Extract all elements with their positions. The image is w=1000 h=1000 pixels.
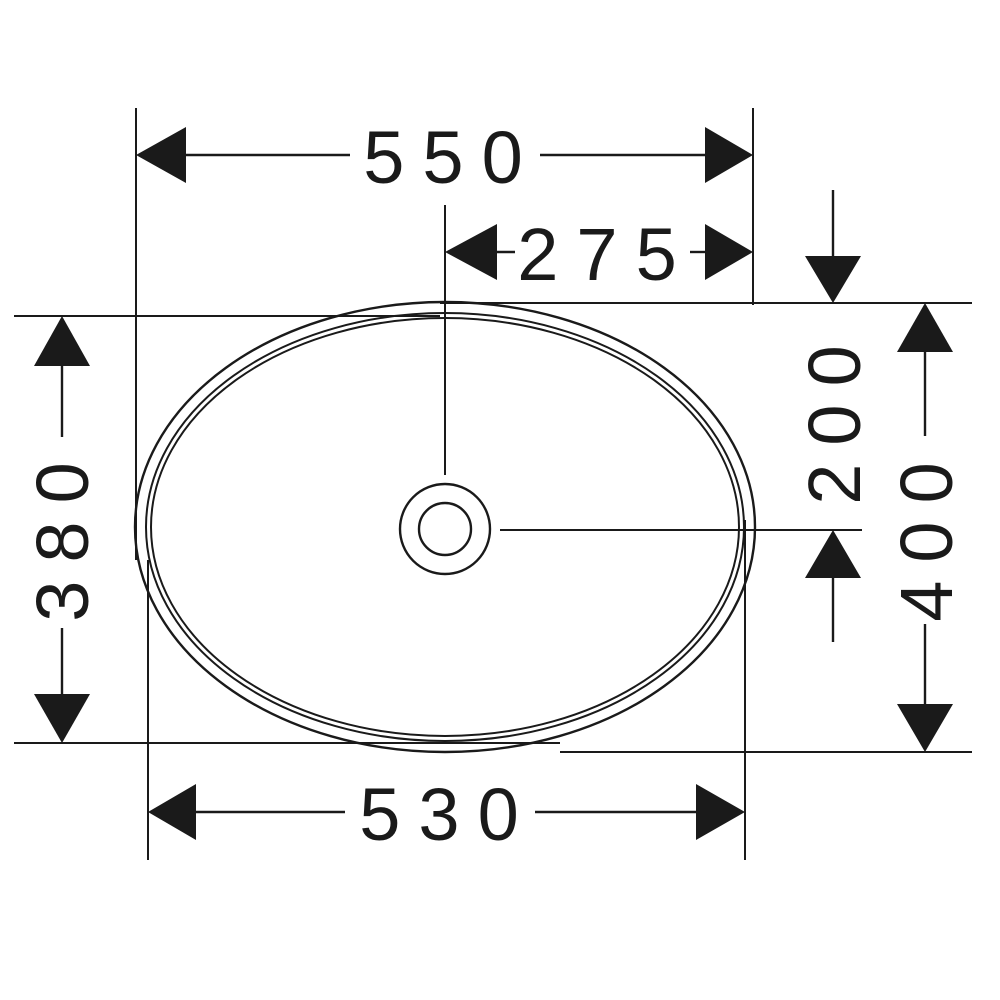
- dimension-outer-depth: 400: [885, 303, 968, 752]
- arrow-right-icon: [705, 127, 753, 183]
- arrow-left-icon: [148, 784, 196, 840]
- dimension-label-inner-width: 530: [359, 773, 536, 856]
- extension-lines: [14, 108, 972, 860]
- basin-inner-rim: [145, 312, 745, 742]
- dimension-inner-depth: 380: [21, 316, 104, 743]
- drain-inner-ring: [417, 501, 473, 557]
- dimension-label-drain-offset-x: 275: [517, 213, 694, 296]
- dimension-label-inner-depth: 380: [21, 444, 104, 621]
- arrow-up-icon: [34, 316, 90, 366]
- basin-outer-rim: [133, 300, 757, 754]
- arrow-left-icon: [136, 127, 186, 183]
- basin-inner-rim-edge: [150, 317, 740, 737]
- dimension-drain-offset-y: 200: [793, 190, 876, 642]
- arrow-right-icon: [705, 224, 753, 280]
- arrow-up-icon: [805, 530, 861, 578]
- drain-outer-ring: [398, 482, 492, 576]
- dimension-label-outer-depth: 400: [885, 444, 968, 621]
- drain: [398, 482, 492, 576]
- arrow-down-icon: [897, 704, 953, 752]
- arrow-down-icon: [34, 694, 90, 743]
- dimension-outer-width: 550: [136, 116, 753, 199]
- arrow-right-icon: [696, 784, 745, 840]
- arrow-down-icon: [805, 256, 861, 303]
- arrow-left-icon: [445, 224, 497, 280]
- dimension-label-outer-width: 550: [363, 116, 540, 199]
- dimension-drain-offset-x: 275: [445, 213, 753, 296]
- basin-outline: [133, 300, 757, 754]
- arrow-up-icon: [897, 303, 953, 352]
- dimension-inner-width: 530: [148, 773, 745, 856]
- dimension-label-drain-offset-y: 200: [793, 327, 876, 504]
